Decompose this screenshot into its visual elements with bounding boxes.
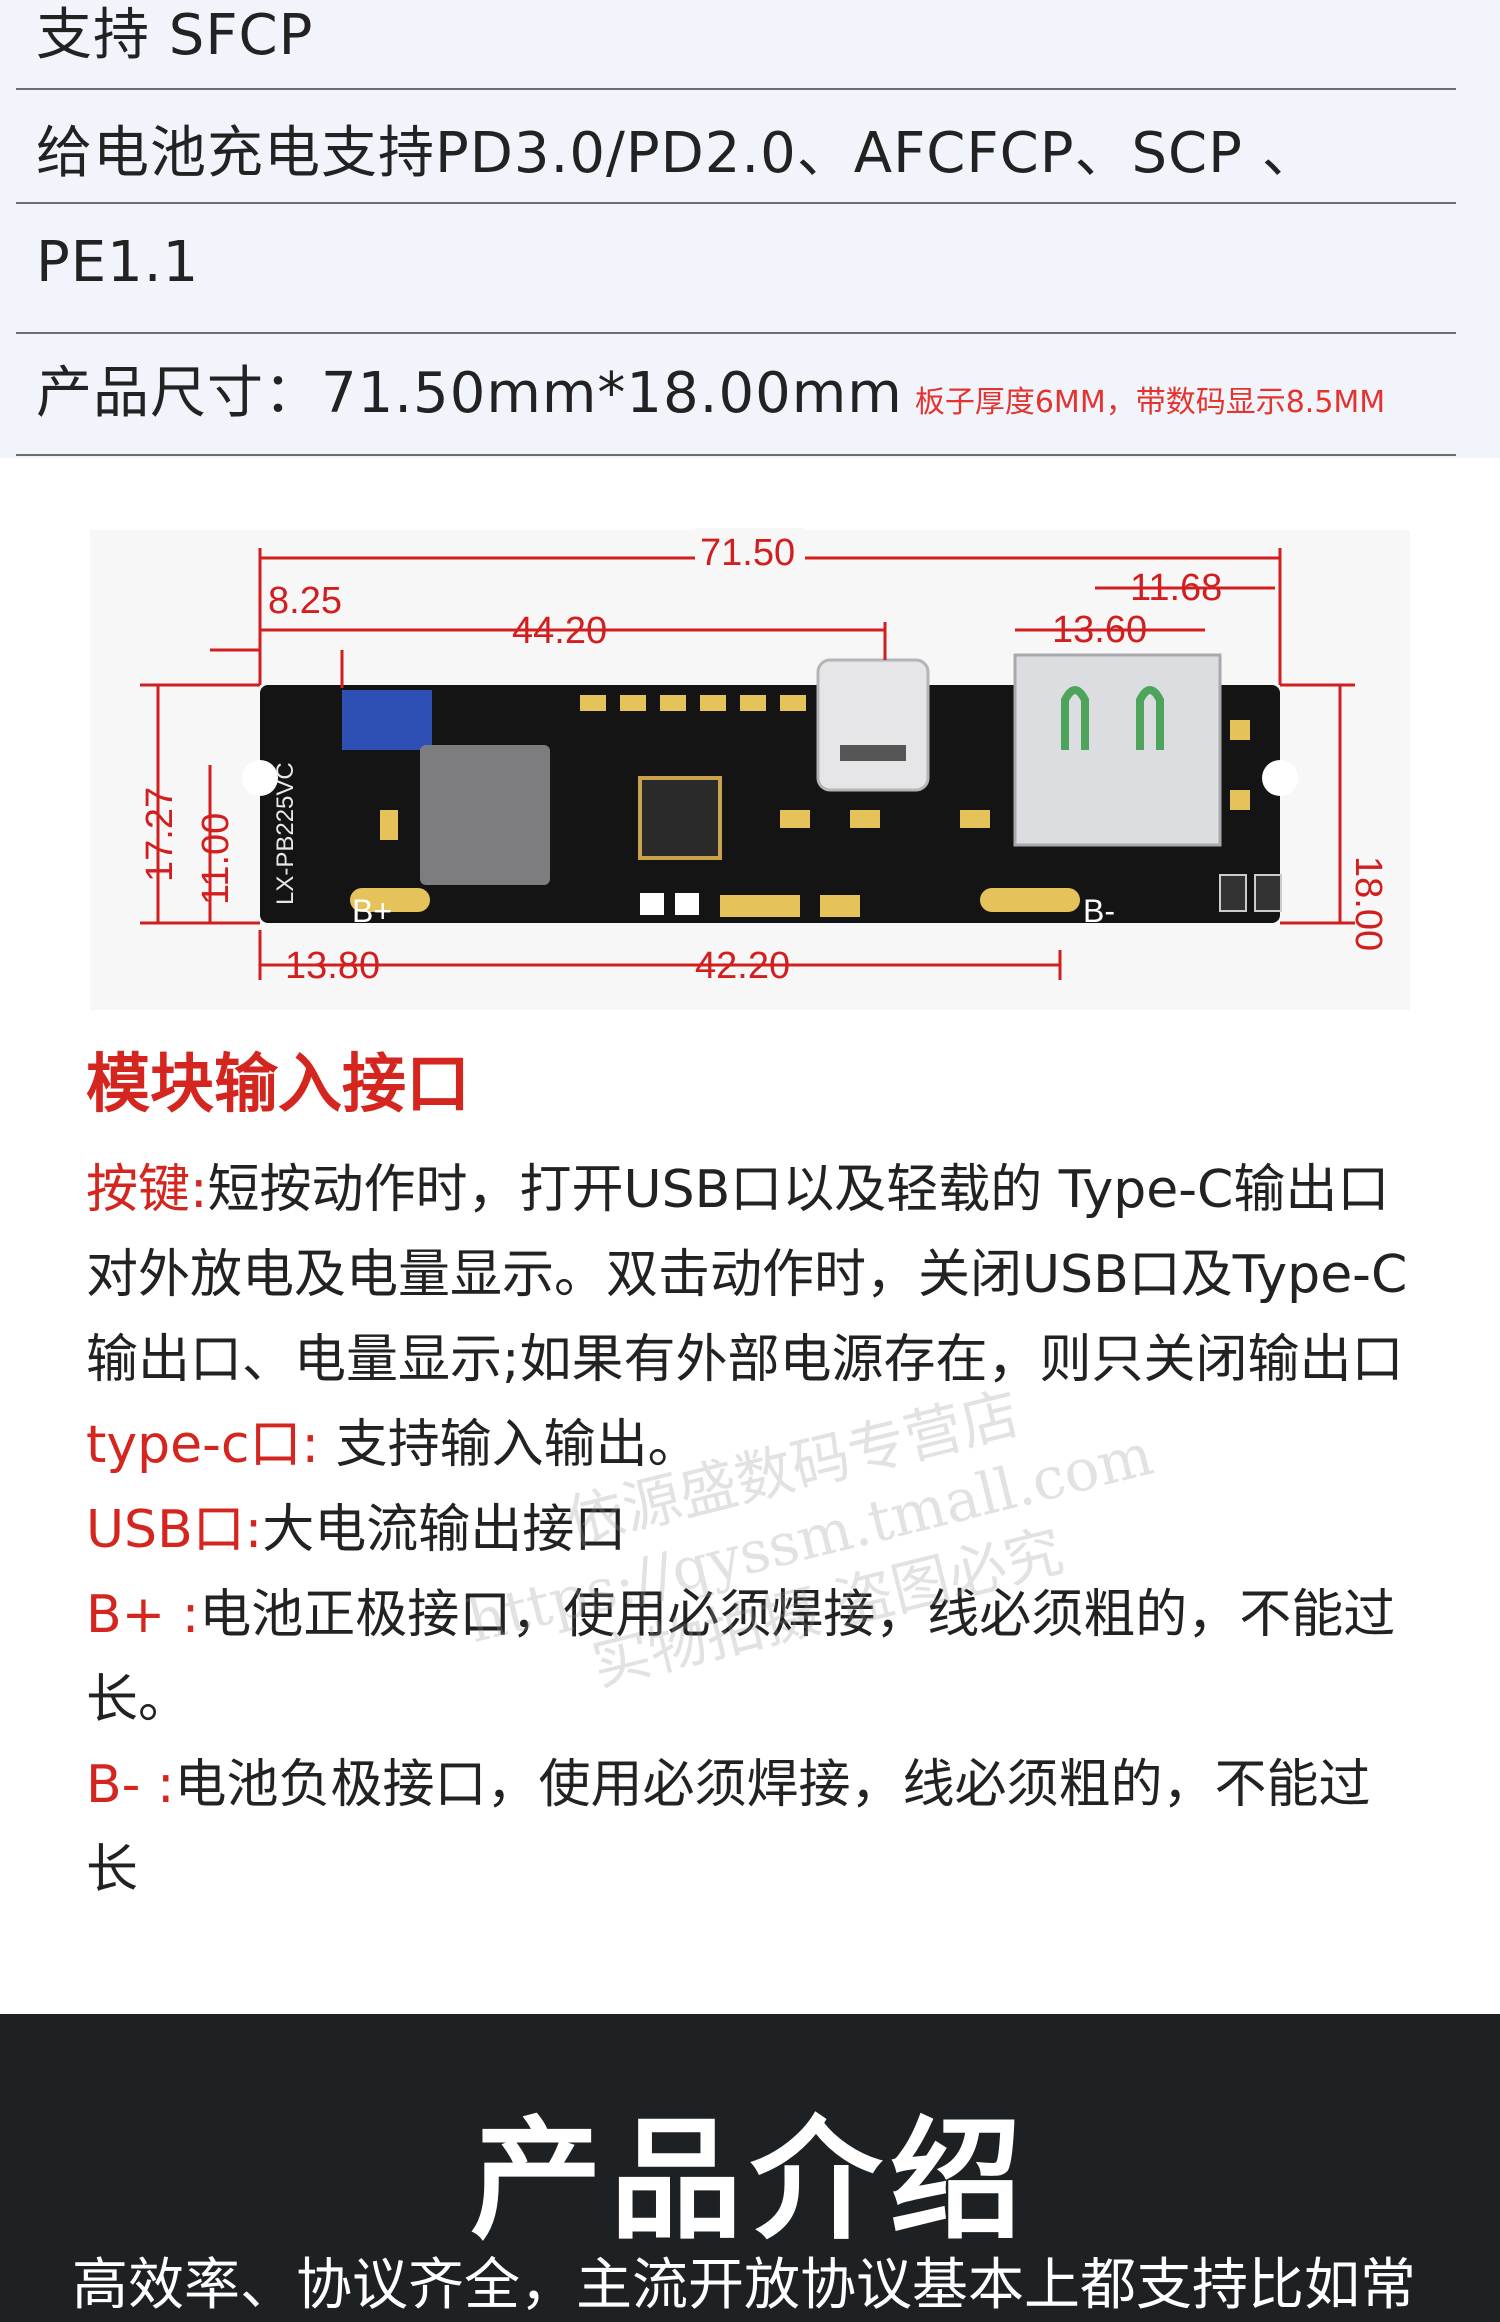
- dim-height-right: 18.00: [1347, 856, 1389, 951]
- desc-text: 大电流输出接口: [262, 1500, 627, 1560]
- desc-label: 按键:: [86, 1160, 208, 1220]
- b-plus-pad: [350, 888, 430, 912]
- desc-label: type-c口:: [86, 1415, 320, 1475]
- desc-typec: type-c口: 支持输入输出。: [86, 1403, 1416, 1488]
- spec-table: 支持 SFCP 给电池充电支持PD3.0/PD2.0、AFCFCP、SCP 、 …: [0, 0, 1500, 458]
- desc-usb: USB口:大电流输出接口: [86, 1488, 1416, 1573]
- spec-row-charge-protocols: 给电池充电支持PD3.0/PD2.0、AFCFCP、SCP 、: [36, 121, 1319, 186]
- intro-text: 高效率、协议齐全，主流开放协议基本上都支持比如常: [72, 2253, 1416, 2318]
- mosfet: [1219, 874, 1247, 912]
- usb-contact: [1136, 686, 1164, 750]
- push-switch: [342, 690, 432, 750]
- desc-text: 电池正极接口，使用必须焊接，线必须粗的，不能过长。: [86, 1585, 1396, 1730]
- dim-bottom-mid: 42.20: [695, 945, 790, 987]
- b-plus-silkscreen: B+: [352, 893, 392, 929]
- divider: [16, 88, 1456, 90]
- divider: [16, 454, 1456, 456]
- desc-label: B+ :: [86, 1585, 200, 1645]
- dim-height-left: 17.27: [139, 787, 181, 882]
- b-minus-pad: [980, 888, 1080, 912]
- dim-inner-height: 11.00: [195, 813, 237, 905]
- usb-contact: [1061, 686, 1089, 750]
- desc-text: 电池负极接口，使用必须焊接，线必须粗的，不能过长: [86, 1755, 1371, 1900]
- interface-description: 模块输入接口 按键:短按动作时，打开USB口以及轻载的 Type-C输出口对外放…: [86, 1040, 1416, 1913]
- spec-row-sfcp: 支持 SFCP: [36, 3, 314, 68]
- dim-left-offset: 8.25: [268, 580, 342, 622]
- board-label: LX-PB225VC: [272, 762, 299, 905]
- smd-components: [380, 695, 1250, 917]
- usb-a-port: [1013, 653, 1222, 847]
- desc-label: B- :: [86, 1755, 175, 1815]
- desc-b-minus: B- :电池负极接口，使用必须焊接，线必须粗的，不能过长: [86, 1743, 1416, 1913]
- dimension-lines: [140, 548, 1355, 980]
- desc-text: 支持输入输出。: [319, 1415, 700, 1475]
- dim-bottom-left: 13.80: [285, 945, 380, 987]
- divider: [16, 202, 1456, 204]
- product-intro-section: 产品介绍 高效率、协议齐全，主流开放协议基本上都支持比如常: [0, 2014, 1500, 2322]
- dim-usb-offset: 13.60: [1052, 609, 1147, 651]
- dim-usb-width: 11.68: [1130, 567, 1222, 609]
- inductor: [420, 745, 550, 885]
- dim-total-length: 71.50: [700, 532, 795, 574]
- label-bg: [695, 528, 805, 570]
- mounting-notch-left: [242, 760, 278, 796]
- mosfet: [1254, 874, 1282, 912]
- intro-title: 产品介绍: [470, 2104, 1030, 2258]
- size-main: 产品尺寸：71.50mm*18.00mm: [36, 361, 903, 426]
- section-heading: 模块输入接口: [86, 1048, 470, 1122]
- desc-label: USB口:: [86, 1500, 263, 1560]
- desc-b-plus: B+ :电池正极接口，使用必须焊接，线必须粗的，不能过长。: [86, 1573, 1416, 1743]
- led: [640, 893, 664, 915]
- led: [675, 893, 699, 915]
- divider: [16, 332, 1456, 334]
- board-dimension-diagram: LX-PB225VC B+ B- 71.5: [80, 510, 1420, 1020]
- desc-text: 短按动作时，打开USB口以及轻载的 Type-C输出口对外放电及电量显示。双击动…: [86, 1160, 1408, 1390]
- typec-slot: [840, 745, 906, 761]
- size-note: 板子厚度6MM，带数码显示8.5MM: [914, 385, 1386, 420]
- typec-port: [816, 658, 930, 792]
- spec-row-size: 产品尺寸：71.50mm*18.00mm 板子厚度6MM，带数码显示8.5MM: [36, 348, 1385, 429]
- board-svg: LX-PB225VC B+ B- 71.5: [90, 528, 1410, 1010]
- dim-to-typec: 44.20: [512, 610, 607, 652]
- b-minus-silkscreen: B-: [1083, 893, 1115, 929]
- spec-row-pe: PE1.1: [36, 230, 200, 295]
- desc-button: 按键:短按动作时，打开USB口以及轻载的 Type-C输出口对外放电及电量显示。…: [86, 1148, 1416, 1403]
- mounting-notch-right: [1262, 760, 1298, 796]
- controller-chip: [638, 776, 722, 860]
